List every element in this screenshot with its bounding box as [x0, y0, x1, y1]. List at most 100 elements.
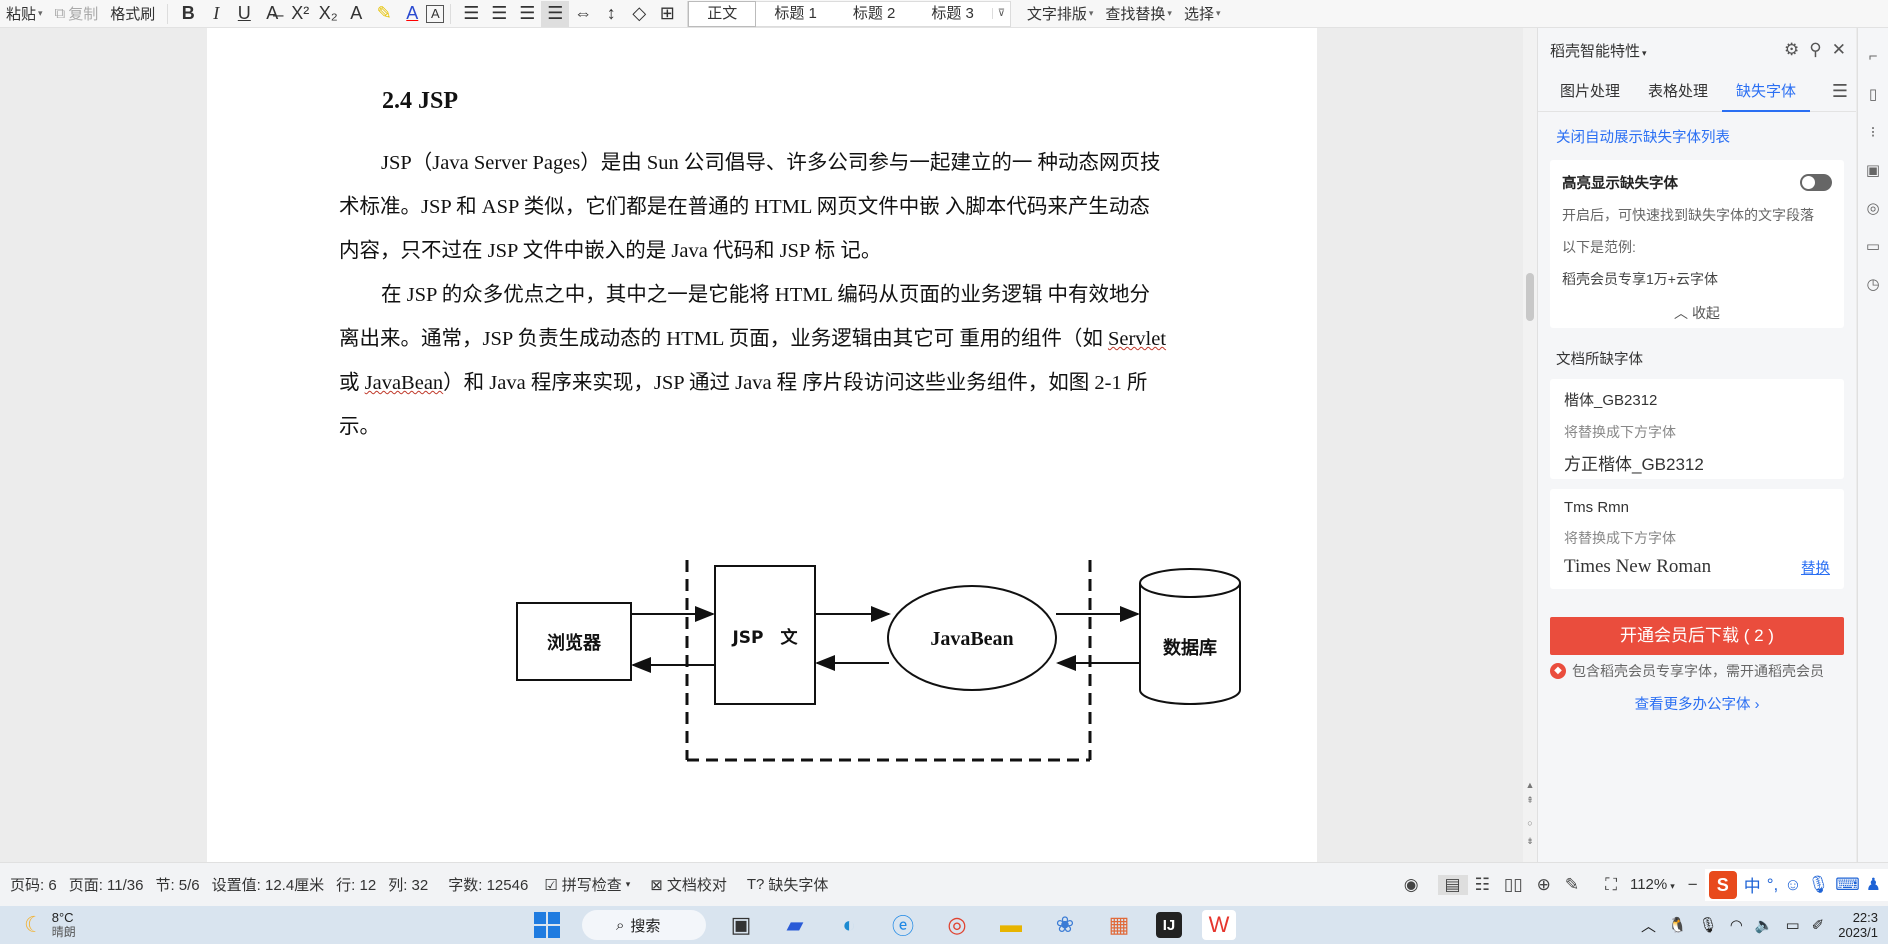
outline-view-icon[interactable]: ☷: [1474, 874, 1490, 894]
write-mode-icon[interactable]: ✎: [1564, 874, 1580, 894]
italic-icon[interactable]: I: [213, 3, 220, 23]
shading-icon[interactable]: ◇: [632, 3, 647, 23]
char-border-icon[interactable]: A: [426, 4, 445, 23]
tab-table-processing[interactable]: 表格处理: [1648, 82, 1709, 100]
text-effect-icon[interactable]: A: [350, 3, 363, 23]
distributed-icon[interactable]: ⇔: [574, 3, 593, 23]
scrollbar-thumb[interactable]: [1526, 273, 1534, 321]
borders-icon[interactable]: ⊞: [659, 3, 675, 23]
taskbar-search[interactable]: ⌕搜索: [582, 910, 706, 940]
settings-gear-icon[interactable]: ⚙: [1784, 40, 1800, 59]
ime-chinese-icon[interactable]: 中: [1743, 877, 1761, 896]
replace-link[interactable]: 替换: [1801, 560, 1830, 577]
pin-icon[interactable]: ⚲: [1809, 40, 1822, 59]
page-view-icon[interactable]: ▤: [1437, 874, 1468, 895]
eye-protection-icon[interactable]: ◉: [1403, 874, 1419, 894]
more-fonts-link[interactable]: 查看更多办公字体 ›: [1538, 693, 1856, 714]
next-page-icon[interactable]: ⇟: [1526, 836, 1534, 846]
spelling-error[interactable]: Servlet: [1107, 328, 1167, 350]
rail-icon[interactable]: ▯: [1868, 86, 1878, 103]
remote-desktop-icon[interactable]: ▰: [786, 912, 804, 937]
line-spacing-icon[interactable]: ↕: [606, 3, 616, 23]
clock[interactable]: 22:3 2023/1: [1838, 910, 1878, 940]
qq-icon[interactable]: 🐧: [1667, 917, 1687, 934]
zoom-level[interactable]: 112%▾: [1624, 876, 1681, 893]
align-center-icon[interactable]: ☰: [491, 3, 508, 23]
paste-button[interactable]: 粘贴▾: [0, 0, 49, 28]
tray-expand-icon[interactable]: ︿: [1640, 917, 1656, 935]
volume-icon[interactable]: 🔈: [1754, 917, 1774, 934]
app-icon[interactable]: ❀: [1055, 912, 1075, 937]
highlight-icon[interactable]: ✎: [376, 3, 392, 23]
underline-icon[interactable]: U: [237, 3, 251, 23]
ime-emoji-icon[interactable]: ☺: [1784, 874, 1802, 894]
missing-font-button[interactable]: T?缺失字体: [737, 874, 839, 895]
ime-punct-icon[interactable]: °,: [1766, 874, 1779, 894]
weather-widget[interactable]: ☾ 8°C 晴朗: [0, 910, 520, 940]
fit-page-icon[interactable]: ⛶: [1605, 874, 1617, 894]
microphone-icon[interactable]: 🎙: [1698, 917, 1718, 934]
document-page[interactable]: 2.4 JSP JSP（Java Server Pages）是由 Sun 公司倡…: [207, 28, 1317, 862]
style-normal[interactable]: 正文: [688, 0, 757, 27]
justify-icon[interactable]: ☰: [541, 0, 570, 27]
align-left-icon[interactable]: ☰: [463, 3, 480, 23]
align-right-icon[interactable]: ☰: [519, 3, 536, 23]
style-heading-2[interactable]: 标题 2: [852, 4, 896, 22]
select-browse-icon[interactable]: ○: [1527, 818, 1533, 828]
format-painter-button[interactable]: 格式刷: [104, 0, 161, 28]
copy-button[interactable]: ⧉复制: [49, 0, 105, 28]
chrome-browser-icon[interactable]: ◎: [947, 912, 967, 937]
style-heading-3[interactable]: 标题 3: [931, 4, 974, 22]
ie-browser-icon[interactable]: ⓔ: [891, 914, 914, 939]
intellij-icon[interactable]: IJ: [1156, 912, 1182, 938]
edge-browser-icon[interactable]: ◐: [842, 912, 856, 937]
panel-title[interactable]: 稻壳智能特性▾: [1550, 40, 1647, 61]
ime-keyboard-icon[interactable]: ⌨: [1835, 874, 1860, 894]
highlight-toggle[interactable]: [1800, 174, 1832, 191]
text-layout-button[interactable]: 文字排版▾: [1021, 0, 1100, 28]
spell-check-button[interactable]: ☑拼写检查▾: [534, 874, 640, 895]
find-replace-button[interactable]: 查找替换▾: [1099, 0, 1178, 28]
battery-icon[interactable]: ▭: [1785, 917, 1800, 934]
rail-icon[interactable]: ◷: [1866, 276, 1880, 293]
style-more-icon[interactable]: ⊽: [991, 8, 1010, 19]
collapse-button[interactable]: ︿ 收起: [1562, 303, 1832, 323]
rail-icon[interactable]: ◎: [1866, 200, 1880, 217]
prev-page-icon[interactable]: ⇞: [1526, 795, 1534, 805]
page-count[interactable]: 页面: 11/36: [68, 877, 144, 894]
superscript-icon[interactable]: X²: [291, 3, 310, 23]
zoom-out-icon[interactable]: −: [1687, 874, 1698, 894]
rail-icon[interactable]: ⁝: [1870, 124, 1876, 141]
wifi-icon[interactable]: ◠: [1729, 917, 1743, 934]
spelling-error[interactable]: JavaBean: [364, 372, 444, 394]
task-view-icon[interactable]: ▣: [730, 912, 752, 937]
bold-icon[interactable]: B: [181, 3, 195, 23]
rail-icon[interactable]: ▣: [1865, 162, 1881, 179]
vertical-scrollbar[interactable]: ▲ ⇞ ○ ⇟: [1523, 28, 1537, 862]
tab-missing-fonts[interactable]: 缺失字体: [1722, 72, 1811, 112]
app-icon[interactable]: ▦: [1108, 912, 1130, 937]
proofread-button[interactable]: ⊠文档校对: [640, 874, 737, 895]
select-button[interactable]: 选择▾: [1178, 0, 1227, 28]
read-view-icon[interactable]: ▯▯: [1503, 874, 1523, 894]
ime-skin-icon[interactable]: ♟: [1865, 874, 1881, 894]
subscript-icon[interactable]: X₂: [318, 3, 338, 23]
wps-writer-icon[interactable]: W: [1202, 910, 1236, 940]
font-color-icon[interactable]: A: [406, 3, 419, 23]
ime-voice-icon[interactable]: 🎙: [1807, 874, 1830, 894]
strikethrough-icon[interactable]: A̶: [266, 3, 279, 23]
word-count[interactable]: 字数: 12546: [448, 877, 529, 894]
file-explorer-icon[interactable]: ▬: [1000, 912, 1022, 937]
close-auto-show-link[interactable]: 关闭自动展示缺失字体列表: [1556, 130, 1730, 146]
scroll-up-icon[interactable]: ▲: [1525, 780, 1535, 790]
pen-icon[interactable]: ✐: [1811, 917, 1825, 934]
rail-icon[interactable]: ▭: [1865, 238, 1881, 255]
web-view-icon[interactable]: ⊕: [1536, 874, 1551, 894]
start-button[interactable]: [530, 910, 564, 940]
style-heading-1[interactable]: 标题 1: [774, 4, 817, 22]
tab-image-processing[interactable]: 图片处理: [1560, 82, 1621, 100]
rail-icon[interactable]: ⌐: [1868, 48, 1878, 65]
download-fonts-button[interactable]: 开通会员后下载 ( 2 ): [1550, 617, 1844, 655]
menu-icon[interactable]: ☰: [1831, 81, 1848, 101]
close-icon[interactable]: ✕: [1831, 40, 1846, 59]
